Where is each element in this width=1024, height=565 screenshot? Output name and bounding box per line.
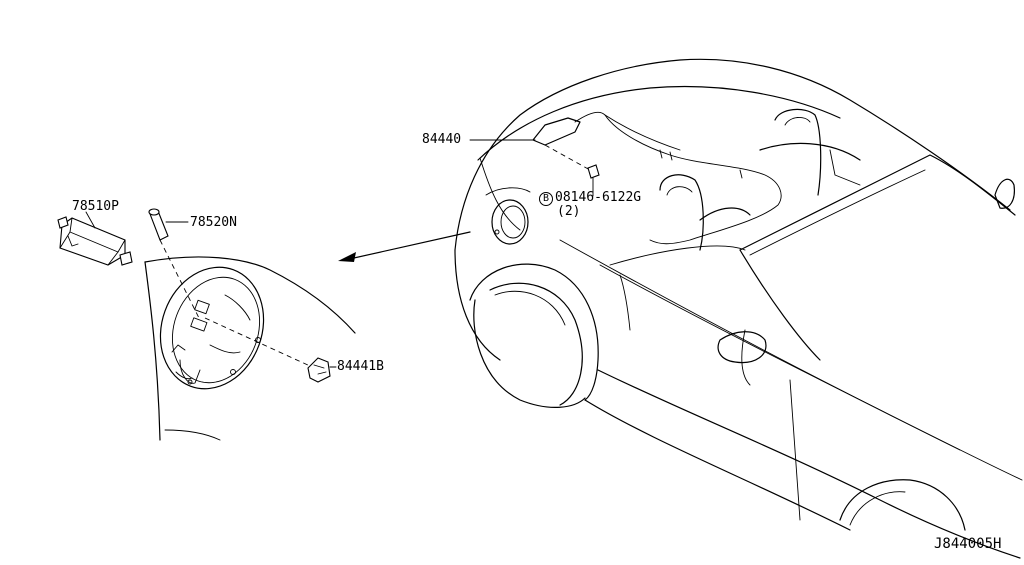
label-bolt-number: 08146-6122G [555,190,642,205]
label-78510p: 78510P [72,199,119,214]
label-84441b: 84441B [337,359,384,374]
detail-arrow [338,231,471,262]
bolt-circle-icon: B [539,192,553,206]
part-78510p [57,211,133,266]
part-84441b [307,357,337,383]
label-78520n: 78520N [190,215,237,230]
car-body [454,58,1023,559]
part-78520n [148,208,189,241]
wire-harness [532,111,782,245]
label-bolt-qty: (2) [557,204,581,219]
label-84440: 84440 [422,132,462,147]
seats [659,108,861,251]
detail-view [144,239,356,441]
diagram-id: J844005H [934,536,1002,552]
